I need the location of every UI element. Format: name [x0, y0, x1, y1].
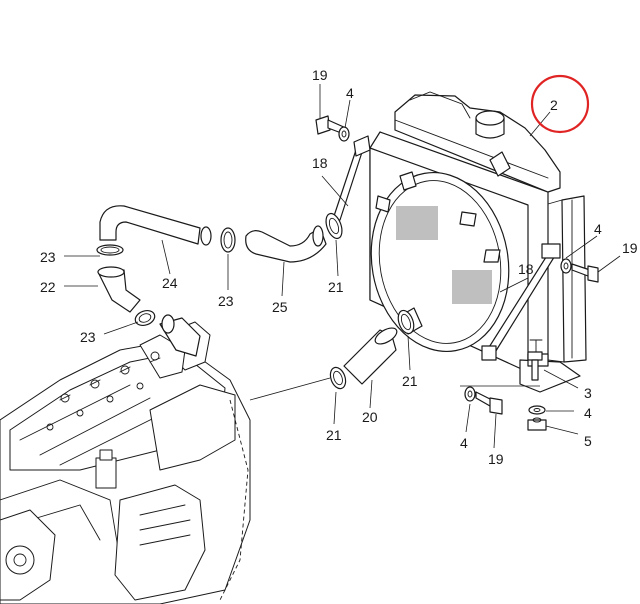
callout-4: 4 — [594, 221, 602, 237]
hose-20 — [343, 327, 398, 385]
callout-21: 21 — [402, 373, 418, 389]
washer-top — [338, 126, 350, 142]
callout-4: 4 — [346, 85, 354, 101]
callout-21: 21 — [326, 427, 342, 443]
washer-bottom-left — [464, 386, 476, 402]
callout-24: 24 — [162, 275, 178, 291]
bolt-bottom-vertical — [527, 351, 543, 381]
washer-right — [560, 258, 572, 274]
support-stay-lower — [481, 243, 561, 361]
highlight-circle — [530, 74, 590, 134]
callout-20: 20 — [362, 409, 378, 425]
bolt-right — [571, 263, 599, 283]
radiator-assembly — [369, 91, 587, 393]
hose-24 — [99, 205, 212, 246]
callout-22: 22 — [40, 279, 56, 295]
hose-clamp — [397, 309, 415, 335]
hose-25 — [245, 225, 327, 263]
callout-4: 4 — [460, 435, 468, 451]
callout-19: 19 — [312, 67, 328, 83]
callout-21: 21 — [328, 279, 344, 295]
callout-3: 3 — [584, 385, 592, 401]
bolt-bottom — [475, 391, 503, 415]
callout-19: 19 — [488, 451, 504, 467]
callout-25: 25 — [272, 299, 288, 315]
callout-23: 23 — [40, 249, 56, 265]
callout-18: 18 — [518, 261, 534, 277]
callout-19: 19 — [622, 240, 638, 256]
callout-4: 4 — [584, 405, 592, 421]
callout-5: 5 — [584, 433, 592, 449]
leader-lines — [64, 84, 621, 449]
support-stay-upper — [331, 135, 371, 223]
washer-bottom-right — [528, 405, 546, 415]
callout-23: 23 — [218, 293, 234, 309]
callout-23: 23 — [80, 329, 96, 345]
hose-clamp — [329, 366, 347, 390]
callout-labels: 19 4 2 18 4 19 23 24 22 23 23 25 21 18 2… — [40, 67, 638, 467]
callout-2: 2 — [550, 97, 558, 113]
engine-outlet-pipe — [159, 314, 201, 357]
hose-clamp — [220, 227, 236, 253]
hose-clamp — [325, 212, 343, 240]
callout-18: 18 — [312, 155, 328, 171]
engine-block — [0, 321, 251, 604]
hose-clamp — [96, 244, 124, 256]
nut-bottom — [527, 417, 547, 431]
hose-clamp — [134, 309, 156, 327]
hose-22 — [97, 266, 141, 313]
